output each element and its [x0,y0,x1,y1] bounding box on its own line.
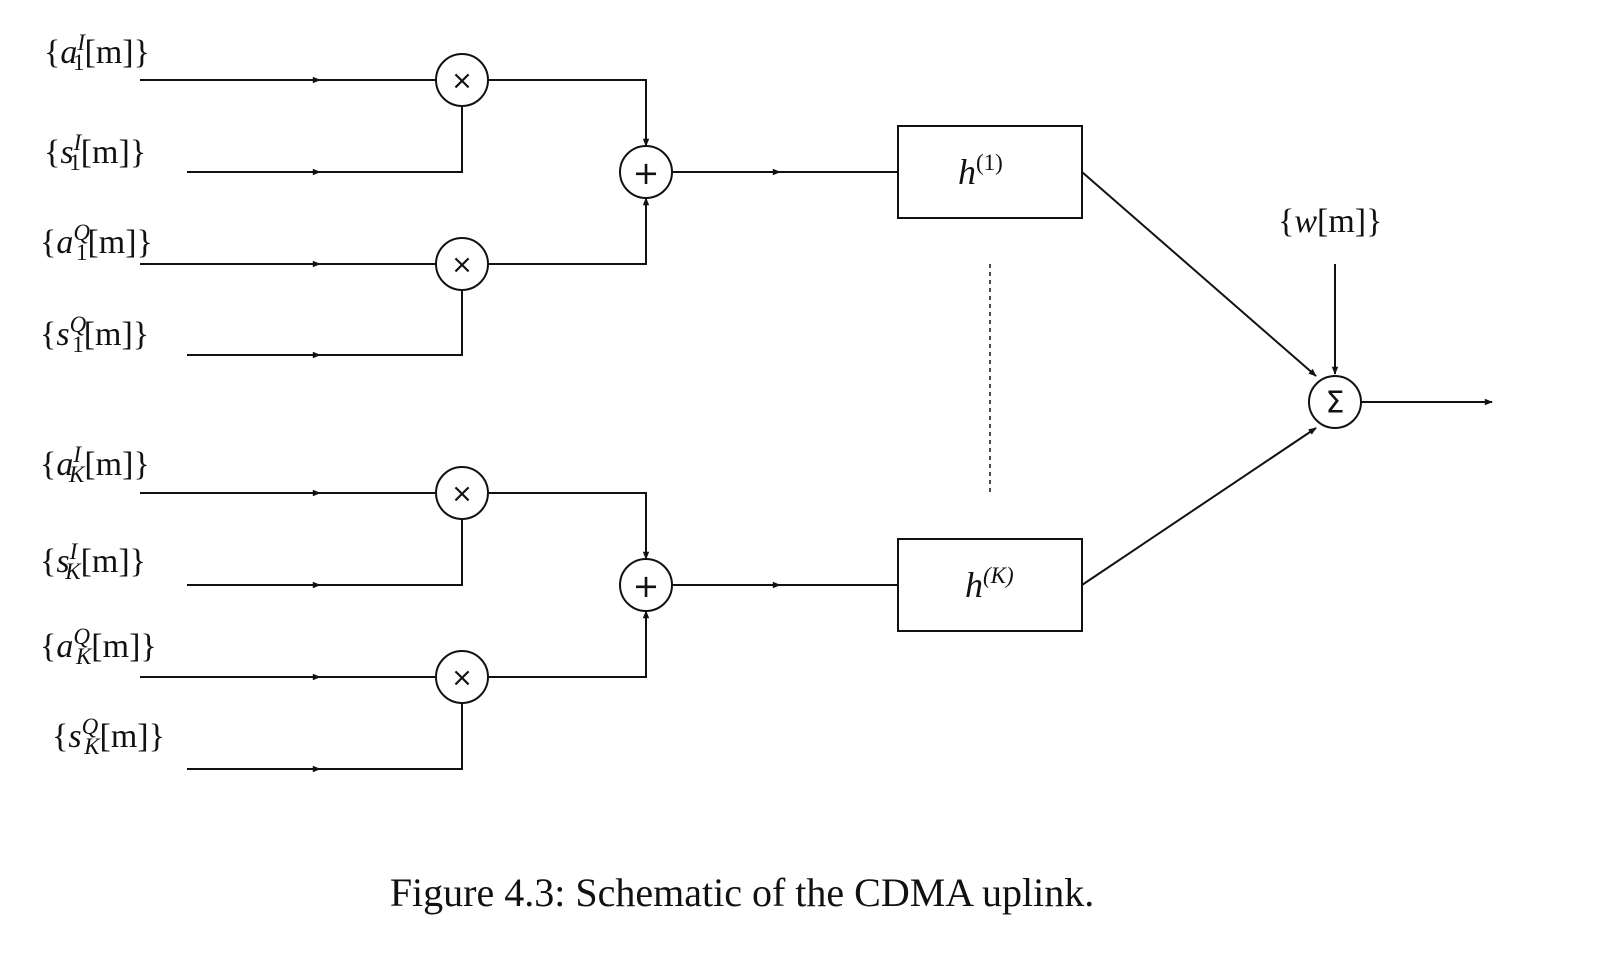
receiver-sum: {w[m]} Σ [1081,171,1493,586]
multiply-symbol: × [451,479,473,509]
channel-block-1 [897,125,1083,219]
wire-sk-q-to-mult [320,703,463,770]
multiply-symbol: × [451,66,473,96]
wire-mult-to-adder-bottom [488,197,650,265]
add-symbol: + [633,567,660,605]
wire-channel-1-to-sum [1081,171,1317,377]
add-symbol: + [633,154,660,192]
wire-s1-q-to-mult [320,290,463,356]
wire-sk-i-to-mult [320,519,463,586]
wire-channel-k-to-sum [1081,427,1317,586]
user-1-branch: × × + h(1) [140,53,1083,359]
wire-mult-to-adder-bottom [488,610,650,678]
channel-label-1: h(1) [958,150,1003,192]
wire-mult-to-adder-top [488,492,650,560]
user-k-branch: × × + h(K) [140,466,1083,773]
wire-mult-to-adder-top [488,79,650,147]
wire-s1-i-to-mult [320,106,463,173]
figure-caption: Figure 4.3: Schematic of the CDMA uplink… [390,870,1094,915]
multiply-symbol: × [451,663,473,693]
noise-label: {w[m]} [1278,203,1382,240]
multiply-symbol: × [451,250,473,280]
channel-label-k: h(K) [965,563,1014,605]
sigma-symbol: Σ [1326,386,1345,421]
